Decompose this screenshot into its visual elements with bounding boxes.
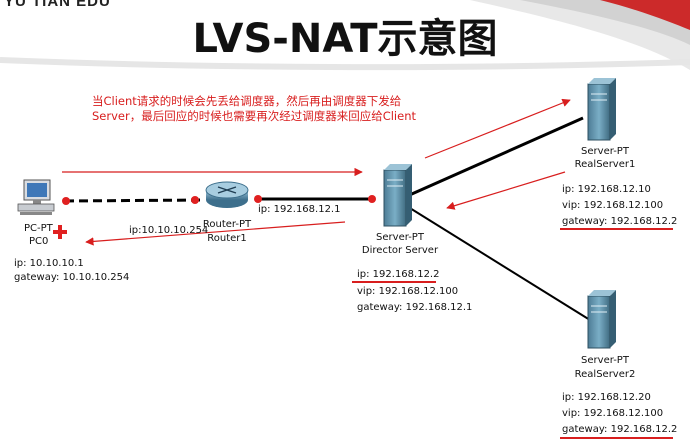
rs1-gateway-label: gateway: 192.168.12.2 bbox=[562, 216, 678, 227]
director-vip-label: vip: 192.168.12.100 bbox=[357, 286, 459, 297]
rs2-gateway-label: gateway: 192.168.12.2 bbox=[562, 424, 678, 435]
brand-logo-text: YU TIAN EDU bbox=[4, 0, 111, 10]
realserver2-server-icon bbox=[587, 290, 616, 349]
director-name-label: Director Server bbox=[361, 245, 439, 256]
link-director-rs2 bbox=[404, 204, 591, 321]
flow-description-note: 当Client请求的时候会先丢给调度器，然后再由调度器下发给Server，最后回… bbox=[92, 94, 417, 123]
rs1-ip-label: ip: 192.168.12.10 bbox=[562, 184, 651, 195]
router-right-ip-label: ip: 192.168.12.1 bbox=[258, 204, 341, 215]
link-pc-router bbox=[64, 198, 206, 203]
pc-gateway-label: gateway: 10.10.10.254 bbox=[14, 272, 130, 283]
link-director-rs1 bbox=[404, 116, 584, 199]
rs2-vip-label: vip: 192.168.12.100 bbox=[562, 408, 664, 419]
port-dots bbox=[62, 195, 376, 205]
router-icon bbox=[205, 181, 249, 208]
router-name-label: Router1 bbox=[207, 233, 247, 244]
red-underlines bbox=[352, 228, 673, 439]
pc-type-label: PC-PT bbox=[24, 223, 53, 234]
rs2-name-label: RealServer2 bbox=[574, 369, 636, 380]
director-ip-label: ip: 192.168.12.2 bbox=[357, 269, 440, 280]
rs2-type-label: Server-PT bbox=[581, 355, 629, 366]
director-gateway-label: gateway: 192.168.12.1 bbox=[357, 302, 473, 313]
rs2-ip-label: ip: 192.168.12.20 bbox=[562, 392, 651, 403]
plus-icon bbox=[53, 225, 67, 239]
router-left-ip-label: ip:10.10.10.254 bbox=[129, 225, 209, 236]
decorative-swoosh bbox=[0, 0, 690, 71]
director-type-label: Server-PT bbox=[376, 232, 424, 243]
realserver1-server-icon bbox=[587, 78, 616, 141]
page-title: LVS-NAT示意图 bbox=[192, 16, 498, 62]
rs1-name-label: RealServer1 bbox=[574, 159, 636, 170]
pc-ip-label: ip: 10.10.10.1 bbox=[14, 258, 84, 269]
rs1-type-label: Server-PT bbox=[581, 146, 629, 157]
flow-arrows bbox=[62, 98, 571, 246]
router-type-label: Router-PT bbox=[202, 219, 252, 230]
pc-name-label: PC0 bbox=[29, 236, 49, 247]
rs1-vip-label: vip: 192.168.12.100 bbox=[562, 200, 664, 211]
director-server-icon bbox=[383, 164, 412, 227]
pc-icon bbox=[17, 179, 55, 215]
